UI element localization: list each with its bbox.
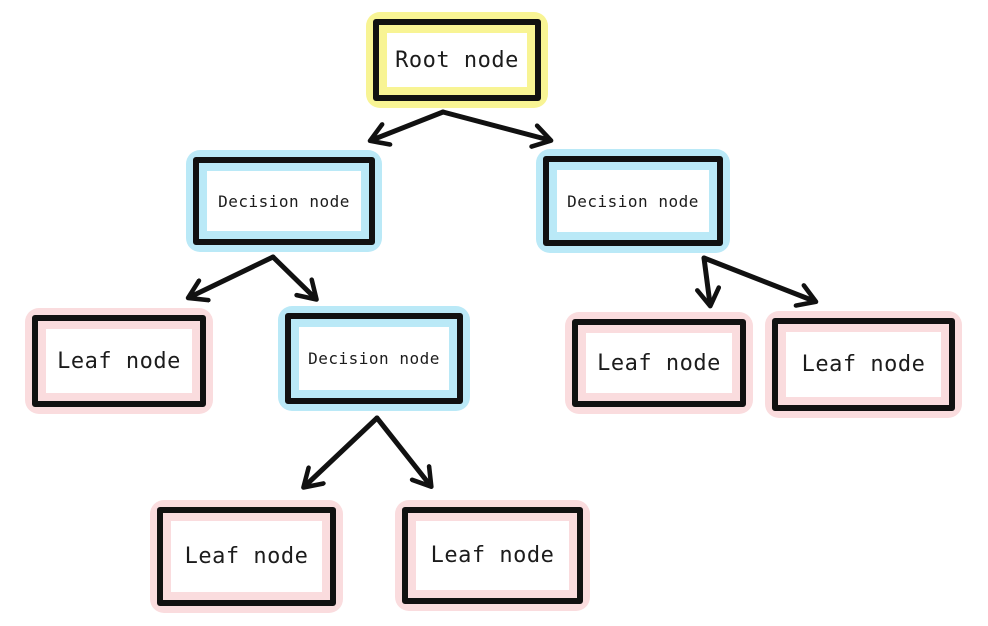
node-inner: Decision node — [299, 327, 449, 390]
node-inner: Leaf node — [46, 329, 192, 393]
tree-node-decision-2: Decision node — [536, 149, 730, 253]
node-inner: Decision node — [557, 170, 709, 232]
edge-root-to-decision-2 — [440, 109, 549, 140]
node-label: Decision node — [567, 191, 699, 211]
tree-node-decision-3: Decision node — [278, 306, 470, 411]
edge-decision-3-to-leaf-5 — [374, 415, 430, 485]
tree-node-leaf-2: Leaf node — [565, 312, 753, 414]
node-frame: Decision node — [285, 313, 463, 404]
edge-decision-2-to-leaf-3 — [701, 255, 814, 301]
node-frame: Decision node — [543, 156, 723, 246]
node-inner: Leaf node — [171, 521, 322, 592]
node-label: Leaf node — [184, 544, 309, 569]
node-label: Leaf node — [430, 543, 555, 568]
tree-node-leaf-1: Leaf node — [25, 308, 213, 414]
node-label: Leaf node — [801, 352, 926, 377]
node-inner: Decision node — [207, 171, 361, 231]
tree-node-leaf-5: Leaf node — [395, 500, 590, 611]
node-label: Leaf node — [597, 350, 721, 376]
node-inner: Leaf node — [586, 333, 732, 393]
node-frame: Leaf node — [572, 319, 746, 407]
node-frame: Decision node — [193, 157, 375, 245]
node-frame: Leaf node — [402, 507, 583, 604]
tree-node-leaf-3: Leaf node — [765, 311, 962, 418]
node-label: Decision node — [308, 349, 440, 368]
node-frame: Leaf node — [772, 318, 955, 411]
edge-decision-1-to-leaf-1 — [190, 254, 276, 297]
node-frame: Root node — [373, 19, 541, 101]
node-inner: Leaf node — [786, 332, 941, 397]
node-frame: Leaf node — [32, 315, 206, 407]
node-inner: Root node — [387, 33, 527, 87]
node-label: Leaf node — [57, 348, 181, 374]
tree-node-decision-1: Decision node — [186, 150, 382, 252]
edge-decision-1-to-decision-3 — [270, 254, 315, 298]
node-label: Root node — [395, 47, 519, 73]
tree-node-leaf-4: Leaf node — [150, 500, 343, 613]
edge-decision-3-to-leaf-4 — [305, 415, 380, 486]
node-inner: Leaf node — [416, 521, 569, 590]
node-frame: Leaf node — [157, 507, 336, 606]
edge-decision-2-to-leaf-2 — [704, 255, 710, 304]
node-label: Decision node — [218, 191, 350, 211]
edge-root-to-decision-1 — [372, 109, 446, 140]
tree-node-root: Root node — [366, 12, 548, 108]
